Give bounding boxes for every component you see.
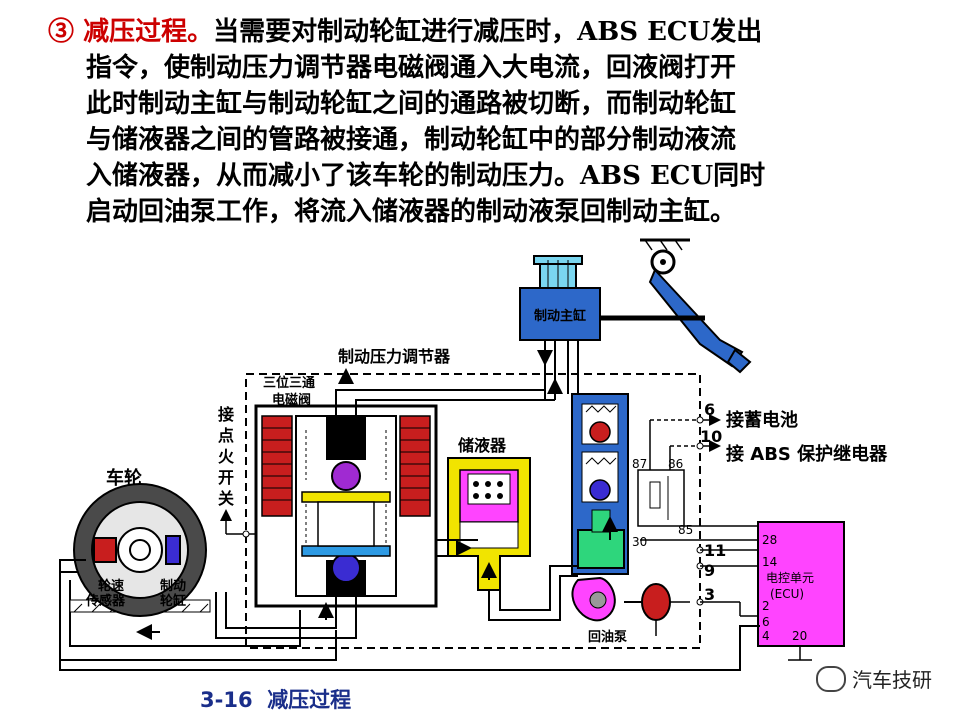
ecu-pin-20: 20 (792, 629, 807, 643)
terminal-10: 10 (700, 427, 722, 446)
ignition-label-2: 点 (218, 426, 234, 445)
modulator-label: 制动压力调节器 (338, 347, 451, 366)
ignition-label-1: 接 (218, 405, 234, 424)
step-heading: 减压过程。 (83, 17, 214, 47)
paragraph-line-6: 启动回油泵工作，将流入储液器的制动液泵回制动主缸。 (86, 197, 737, 227)
relay-label: 接 ABS 保护继电器 (726, 443, 888, 465)
ignition-label-3: 火 (218, 447, 235, 466)
watermark: 汽车技研 (816, 664, 932, 693)
watermark-text: 汽车技研 (852, 668, 932, 692)
description-paragraph: ③ 减压过程。当需要对制动轮缸进行减压时，ABS ECU发出 指令，使制动压力调… (48, 14, 928, 230)
chat-bubble-icon (816, 665, 846, 692)
paragraph-line-2: 指令，使制动压力调节器电磁阀通入大电流，回液阀打开 (86, 53, 737, 83)
wheel-cylinder-label-1: 制动 (160, 578, 186, 594)
ecu-pin-2: 2 (762, 599, 770, 613)
speed-sensor-label-2: 传感器 (85, 593, 126, 609)
modulator-box (245, 373, 701, 649)
relay-pin-30: 30 (632, 535, 647, 549)
ignition-label-5: 关 (218, 489, 234, 508)
relay: 87 86 85 30 (632, 457, 693, 549)
wheel: 车轮 轮速 传感器 制动 轮缸 (59, 467, 760, 671)
ecu-label-line1: 电控单元 (766, 571, 814, 585)
brake-pedal (600, 238, 752, 374)
speed-sensor-icon (93, 537, 117, 563)
paragraph-text-1: 当需要对制动轮缸进行减压时，ABS ECU发出 (213, 17, 763, 47)
terminal-6: 6 (704, 400, 715, 419)
relay-pin-85: 85 (678, 523, 693, 537)
figure-title: 减压过程 (267, 688, 352, 712)
wheel-cylinder-icon (165, 535, 181, 565)
terminal-9: 9 (704, 561, 715, 580)
ecu-pin-14: 14 (762, 555, 777, 569)
valve-label-line1: 三位三通 (263, 375, 315, 391)
terminal-wiring: 6 10 11 9 3 接蓄电池 接 ABS 保护继电器 (640, 400, 888, 617)
valve-label-line2: 电磁阀 (272, 392, 311, 408)
relay-pin-87: 87 (632, 457, 647, 471)
flow-arrows (136, 368, 618, 640)
master-cylinder-label: 制动主缸 (534, 308, 586, 324)
ecu-pin-4: 4 (762, 629, 770, 643)
return-valve: 回油泵 (571, 393, 690, 645)
ignition-wiring: 接 点 火 开 关 (218, 405, 256, 538)
battery-label: 接蓄电池 (726, 409, 798, 431)
figure-caption: 3-16 减压过程 (200, 684, 351, 714)
paragraph-line-5: 入储液器，从而减小了该车轮的制动压力。ABS ECU同时 (86, 161, 766, 191)
terminal-3: 3 (704, 585, 715, 604)
paragraph-line-1: ③ 减压过程。当需要对制动轮缸进行减压时，ABS ECU发出 (48, 14, 928, 50)
speed-sensor-label-1: 轮速 (98, 578, 124, 594)
reservoir-label: 储液器 (457, 436, 507, 455)
wheel-cylinder-label-2: 轮缸 (160, 593, 186, 609)
paragraph-line-4: 与储液器之间的管路被接通，制动轮缸中的部分制动液流 (86, 125, 737, 155)
ecu-label-line2: (ECU) (770, 587, 804, 601)
step-marker: ③ (48, 17, 75, 47)
relay-pin-86: 86 (668, 457, 683, 471)
paragraph-line-3: 此时制动主缸与制动轮缸之间的通路被切断，而制动轮缸 (86, 89, 737, 119)
ecu-pin-6: 6 (762, 615, 770, 629)
solenoid-valve: 三位三通 电磁阀 (254, 375, 438, 608)
ignition-label-4: 开 (218, 468, 234, 487)
master-cylinder: 制动主缸 (519, 255, 601, 400)
pump-label: 回油泵 (588, 629, 627, 645)
ecu: 28 14 电控单元 (ECU) 2 6 4 20 (757, 521, 845, 661)
ecu-pin-28: 28 (762, 533, 777, 547)
figure-number: 3-16 (200, 688, 253, 712)
